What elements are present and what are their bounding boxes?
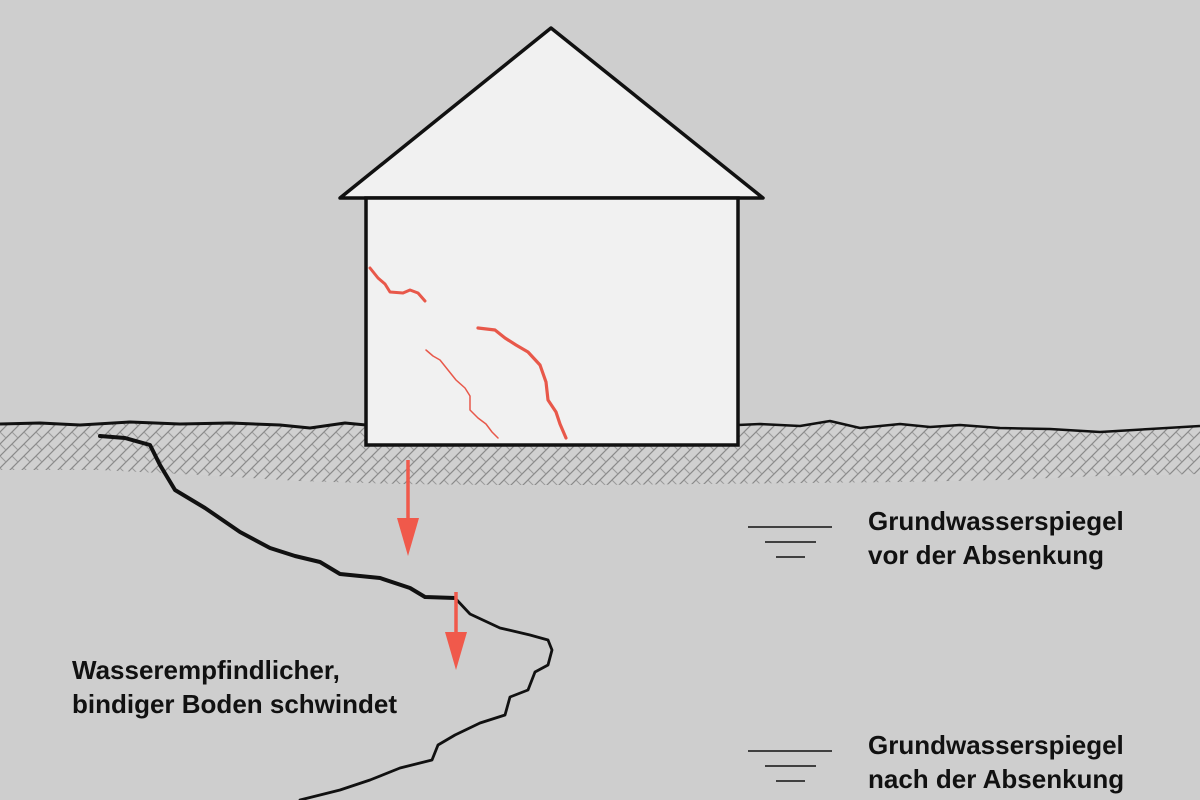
groundwater-after-label: Grundwasserspiegel nach der Absenkung (868, 728, 1124, 796)
groundwater-before-line1: Grundwasserspiegel (868, 506, 1124, 536)
soil-label-line1: Wasserempfindlicher, (72, 655, 340, 685)
groundwater-before-line2: vor der Absenkung (868, 540, 1104, 570)
soil-label-line2: bindiger Boden schwindet (72, 689, 398, 719)
groundwater-before-label: Grundwasserspiegel vor der Absenkung (868, 504, 1124, 572)
groundwater-after-line1: Grundwasserspiegel (868, 730, 1124, 760)
crack-2 (476, 326, 568, 440)
soil-shrink-boundary (98, 434, 457, 600)
ground-line-right (737, 419, 1200, 434)
soil-label: Wasserempfindlicher, bindiger Boden schw… (72, 653, 397, 721)
arrow-down-icon (397, 460, 419, 556)
ground-line-left (0, 420, 367, 430)
topsoil-layer (0, 421, 1200, 485)
arrow-down-icon (445, 592, 467, 670)
house-roof (338, 26, 765, 200)
crack-3 (425, 349, 499, 439)
water-level-icon (748, 750, 832, 782)
water-level-icon (748, 526, 832, 558)
groundwater-after-line2: nach der Absenkung (868, 764, 1125, 794)
soil-shrink-boundary-lower (298, 596, 554, 800)
wall-cracks (368, 266, 568, 440)
crack-1 (368, 266, 427, 303)
